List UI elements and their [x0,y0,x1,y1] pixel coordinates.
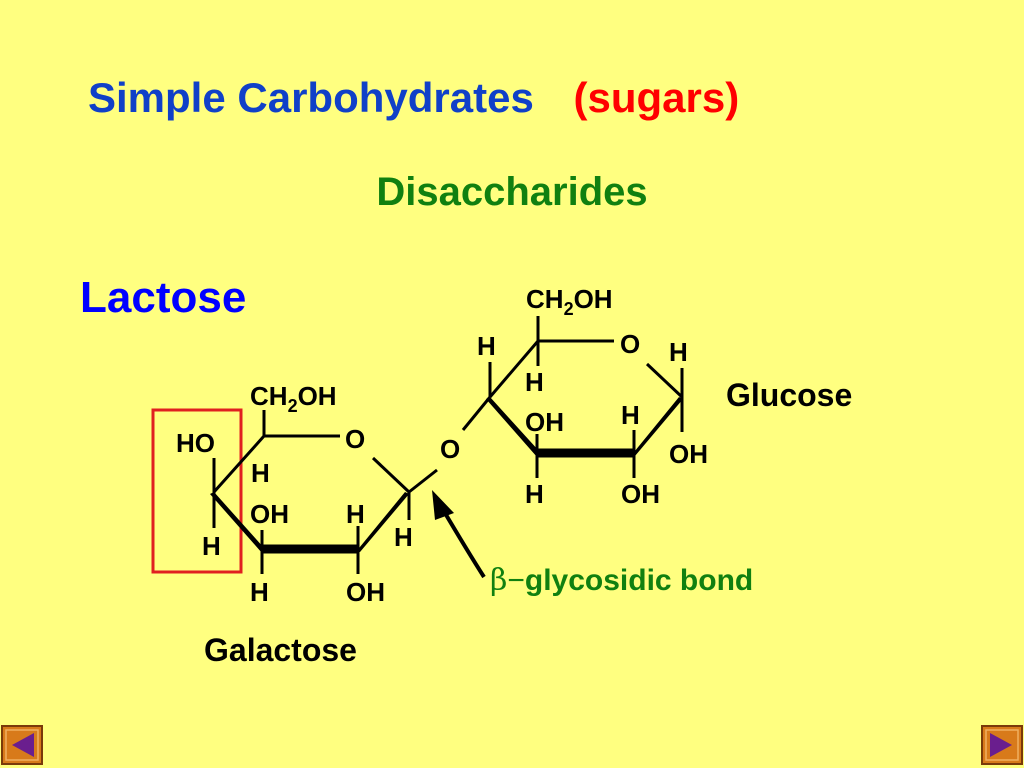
glucose-h-c5: H [525,367,544,397]
next-button-inner [985,729,1019,761]
beta-symbol: β [490,563,507,598]
glucose-ring-oxygen: O [620,329,640,359]
prev-slide-button[interactable] [1,725,43,765]
galactose-oh-c2: OH [346,577,385,607]
glucose-ch2oh-label: CH2OH [526,284,613,319]
galactose-h-c3-down: H [250,577,269,607]
galactose-h-c2-up: H [346,499,365,529]
galactose-ring-oxygen: O [345,424,365,454]
galactose-ho-label: HO [176,428,215,458]
galactose-bond-c5-c4 [212,435,266,493]
glucose-structure: CH2OH O H H H OH H OH H OH Glucose [477,284,852,509]
glucose-h-c3-down: H [525,479,544,509]
galactose-name: Galactose [204,632,357,668]
slide-title: Simple Carbohydrates (sugars) [88,74,739,121]
beta-dash: − [507,564,525,597]
next-slide-button[interactable] [981,725,1023,765]
glucose-bond-c4-c3 [486,397,539,457]
galactose-h-c1: H [394,522,413,552]
glycosidic-bond-label: β−glycosidic bond [490,563,753,598]
galactose-ch2oh-label: CH2OH [250,381,337,416]
prev-button-bg [1,725,43,765]
prev-button-inner [5,729,39,761]
title-paren: (sugars) [573,74,739,121]
glucose-oh-c3: OH [525,407,564,437]
linkage-oxygen: O [440,434,460,464]
glycosidic-linkage: O β−glycosidic bond [408,396,753,598]
galactose-h-c3-up: H [251,458,270,488]
linkage-bond-o-glucose [461,396,492,431]
linkage-arrow-head [432,490,454,520]
galactose-bond-c2-c1 [355,492,409,553]
glucose-h-c1-up: H [669,337,688,367]
linkage-bond-galactose-o [408,468,438,494]
glucose-bond-c5-c4 [488,340,540,398]
glucose-bond-c2-c1 [630,397,683,457]
glucose-bond-o-c1 [645,362,684,399]
glucose-h-c2-up: H [621,400,640,430]
glucose-h-c4: H [477,331,496,361]
galactose-oh-c3: OH [250,499,289,529]
slide-subtitle: Disaccharides [376,170,647,214]
glucose-oh-c2: OH [621,479,660,509]
galactose-bond-o-c1 [371,456,411,494]
galactose-structure: CH2OH O HO H H OH H H OH H Galactose [176,381,413,668]
galactose-bond-c4-c3 [210,492,264,553]
glucose-name: Glucose [726,377,852,413]
left-arrow-icon [12,733,34,757]
highlight-box [151,408,243,574]
bond-text: glycosidic bond [525,564,753,597]
glucose-oh-c1: OH [669,439,708,469]
right-arrow-icon [990,733,1012,757]
title-main: Simple Carbohydrates [88,74,534,121]
lactose-heading: Lactose [80,273,246,322]
galactose-h-c4: H [202,531,221,561]
linkage-arrow-shaft [440,506,486,579]
